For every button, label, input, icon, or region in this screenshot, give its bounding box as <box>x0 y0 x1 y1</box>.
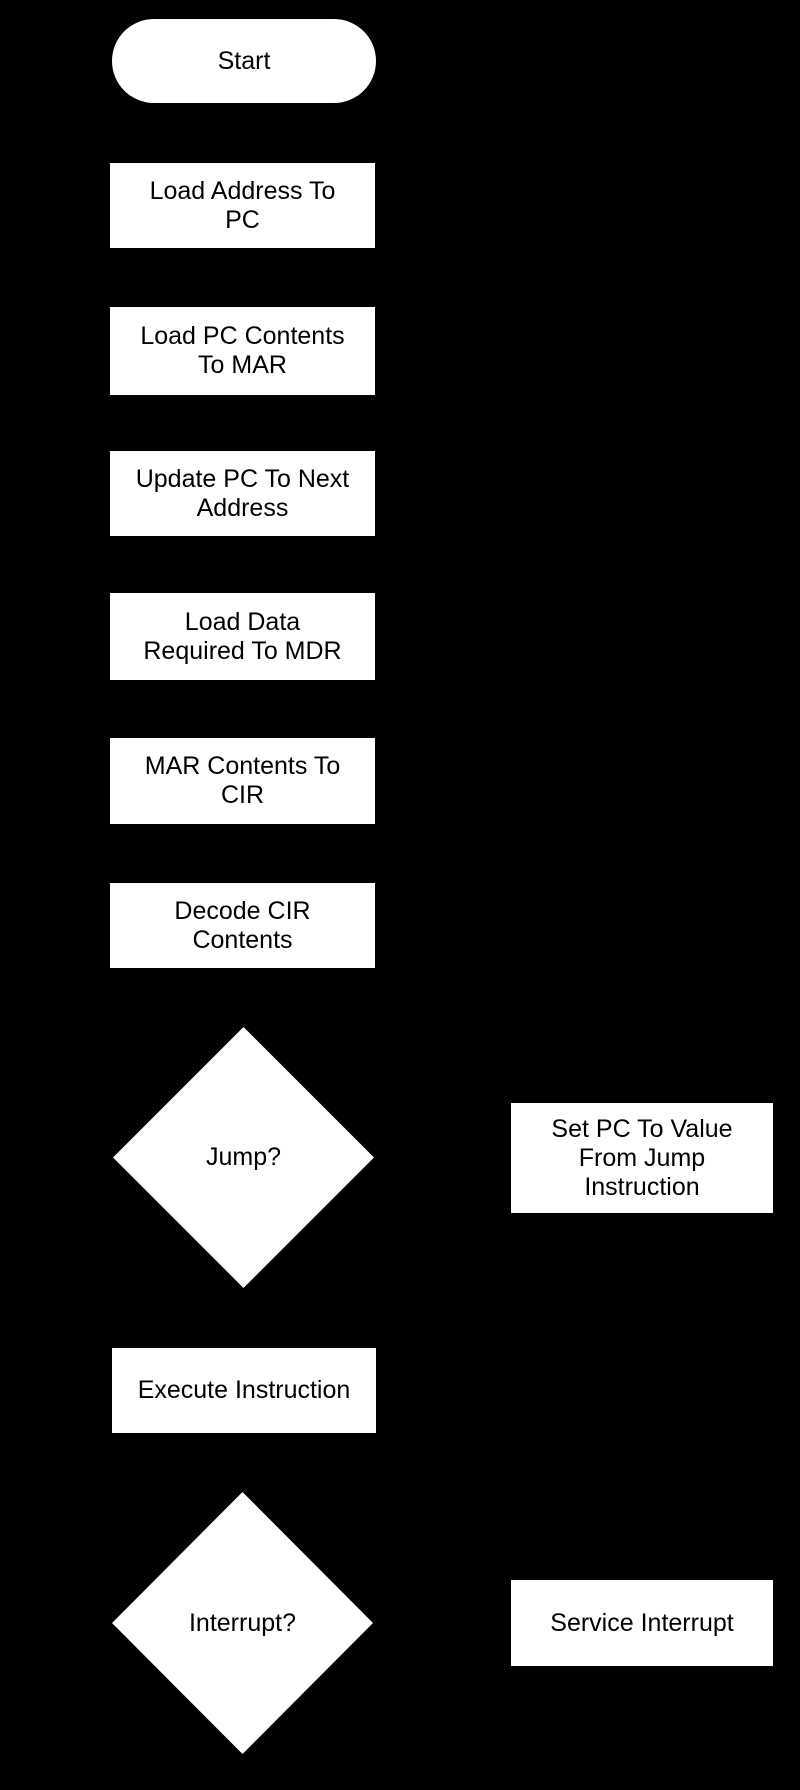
decision-jump: Jump? <box>113 1027 374 1288</box>
process-execute-instruction: Execute Instruction <box>112 1348 376 1433</box>
process-update-pc-to-next-address: Update PC To Next Address <box>110 451 375 536</box>
terminator-start: Start <box>112 19 376 103</box>
process-mar-contents-to-cir: MAR Contents To CIR <box>110 738 375 824</box>
process-service-interrupt: Service Interrupt <box>511 1580 773 1666</box>
process-load-pc-contents-to-mar: Load PC Contents To MAR <box>110 307 375 395</box>
process-load-data-required-to-mdr: Load Data Required To MDR <box>110 593 375 680</box>
process-decode-cir-contents: Decode CIR Contents <box>110 883 375 968</box>
process-load-address-to-pc: Load Address To PC <box>110 163 375 248</box>
decision-interrupt: Interrupt? <box>112 1492 373 1754</box>
process-set-pc-from-jump: Set PC To Value From Jump Instruction <box>511 1103 773 1213</box>
